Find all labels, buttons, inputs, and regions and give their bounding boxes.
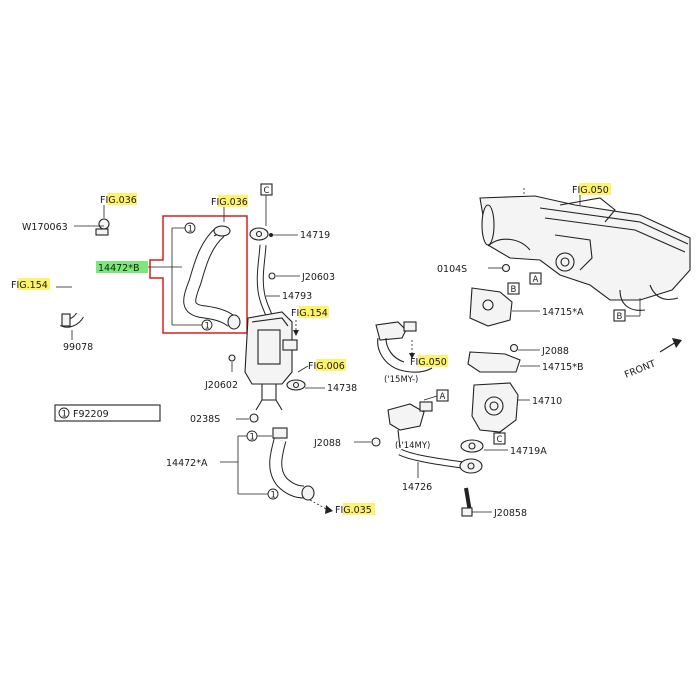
legend-box [54,404,161,422]
bolt-0104s [501,263,511,273]
circled-1-lower-bottom: 1 [271,491,276,501]
label-w170063: W170063 [22,222,68,233]
label-fig036-center[interactable]: FIG.036 [211,197,248,208]
label-j2088-left: J2088 [313,438,341,449]
highlight-fig154-center [299,306,329,318]
egr-valve-14710 [471,382,519,433]
bracket-14715a [469,287,513,327]
label-fig050-mid[interactable]: FIG.050 [410,357,447,368]
circled-1-lower-top: 1 [250,433,255,443]
label-14719: 14719 [300,230,330,241]
highlight-fig050-right [579,183,611,195]
highlight-14472b [96,261,148,273]
egr-valve-14my [371,401,433,449]
label-fig035[interactable]: FIG.035 [335,505,372,516]
egr-valve-15my [375,321,433,373]
legend-circled-1: 1 [62,410,67,420]
label-f92209: F92209 [73,409,109,420]
label-fig036-left[interactable]: FIG.036 [100,195,137,206]
label-j20602: J20602 [204,380,238,391]
bolt-0238s [249,413,259,423]
label-14793: 14793 [282,291,312,302]
pipe-14726 [398,448,483,474]
bolt-j20858 [461,487,473,517]
label-15my: ('15MY-) [384,375,418,385]
highlight-fig050-mid [418,355,448,367]
circled-1-top: 1 [188,225,193,235]
label-c-right: C [497,435,503,445]
ref-box-c-right [493,432,506,445]
label-14719a: 14719A [510,446,547,457]
ref-box-b-manifold [613,309,626,322]
egr-cooler-body [244,311,298,411]
label-0104s: 0104S [437,264,467,275]
label-99078: 99078 [63,342,93,353]
highlight-fig006 [316,359,346,371]
label-14472b: 14472*B [98,263,140,274]
hose-14472a [269,427,315,501]
label-c-top: C [264,186,270,196]
label-fig050-right[interactable]: FIG.050 [572,185,609,196]
ref-box-b-right-top [507,282,520,295]
label-14472a: 14472*A [166,458,208,469]
label-fig154-center[interactable]: FIG.154 [291,308,328,319]
ref-box-c-top [260,183,273,196]
highlight-fig036-left [107,193,137,205]
highlight-fig035 [343,503,375,515]
gasket-14719 [249,227,269,241]
gasket-14738 [286,379,306,391]
label-14726: 14726 [402,482,432,493]
label-14my: (-'14MY) [395,441,430,451]
gasket-14719a [460,439,484,453]
label-front: FRONT [623,358,657,380]
label-j2088-right: J2088 [541,346,569,357]
ref-box-a-mid [436,389,449,402]
highlight-fig154-left [18,278,50,290]
label-fig154-left[interactable]: FIG.154 [11,280,48,291]
bracket-14715b [467,351,521,373]
hose-14472b [183,225,241,330]
label-j20603: J20603 [301,272,335,283]
label-a-mid: A [440,392,446,402]
ref-box-a-manifold [529,272,542,285]
label-b-right-top: B [511,285,517,295]
bolt-j2088-right [509,343,519,353]
egr-pipe-14793 [256,244,274,320]
label-b-manifold: B [617,312,623,322]
hose-99078 [59,218,110,328]
label-j20858: J20858 [493,508,527,519]
circled-1-bottom: 1 [205,322,210,332]
label-14715a: 14715*A [542,307,584,318]
label-14710: 14710 [532,396,562,407]
label-0238s: 0238S [190,414,220,425]
label-a-right: A [533,275,539,285]
front-direction-arrow [659,338,682,353]
label-14738: 14738 [327,383,357,394]
highlight-fig036-center [218,195,248,207]
label-fig006[interactable]: FIG.006 [308,361,345,372]
label-14715b: 14715*B [542,362,584,373]
